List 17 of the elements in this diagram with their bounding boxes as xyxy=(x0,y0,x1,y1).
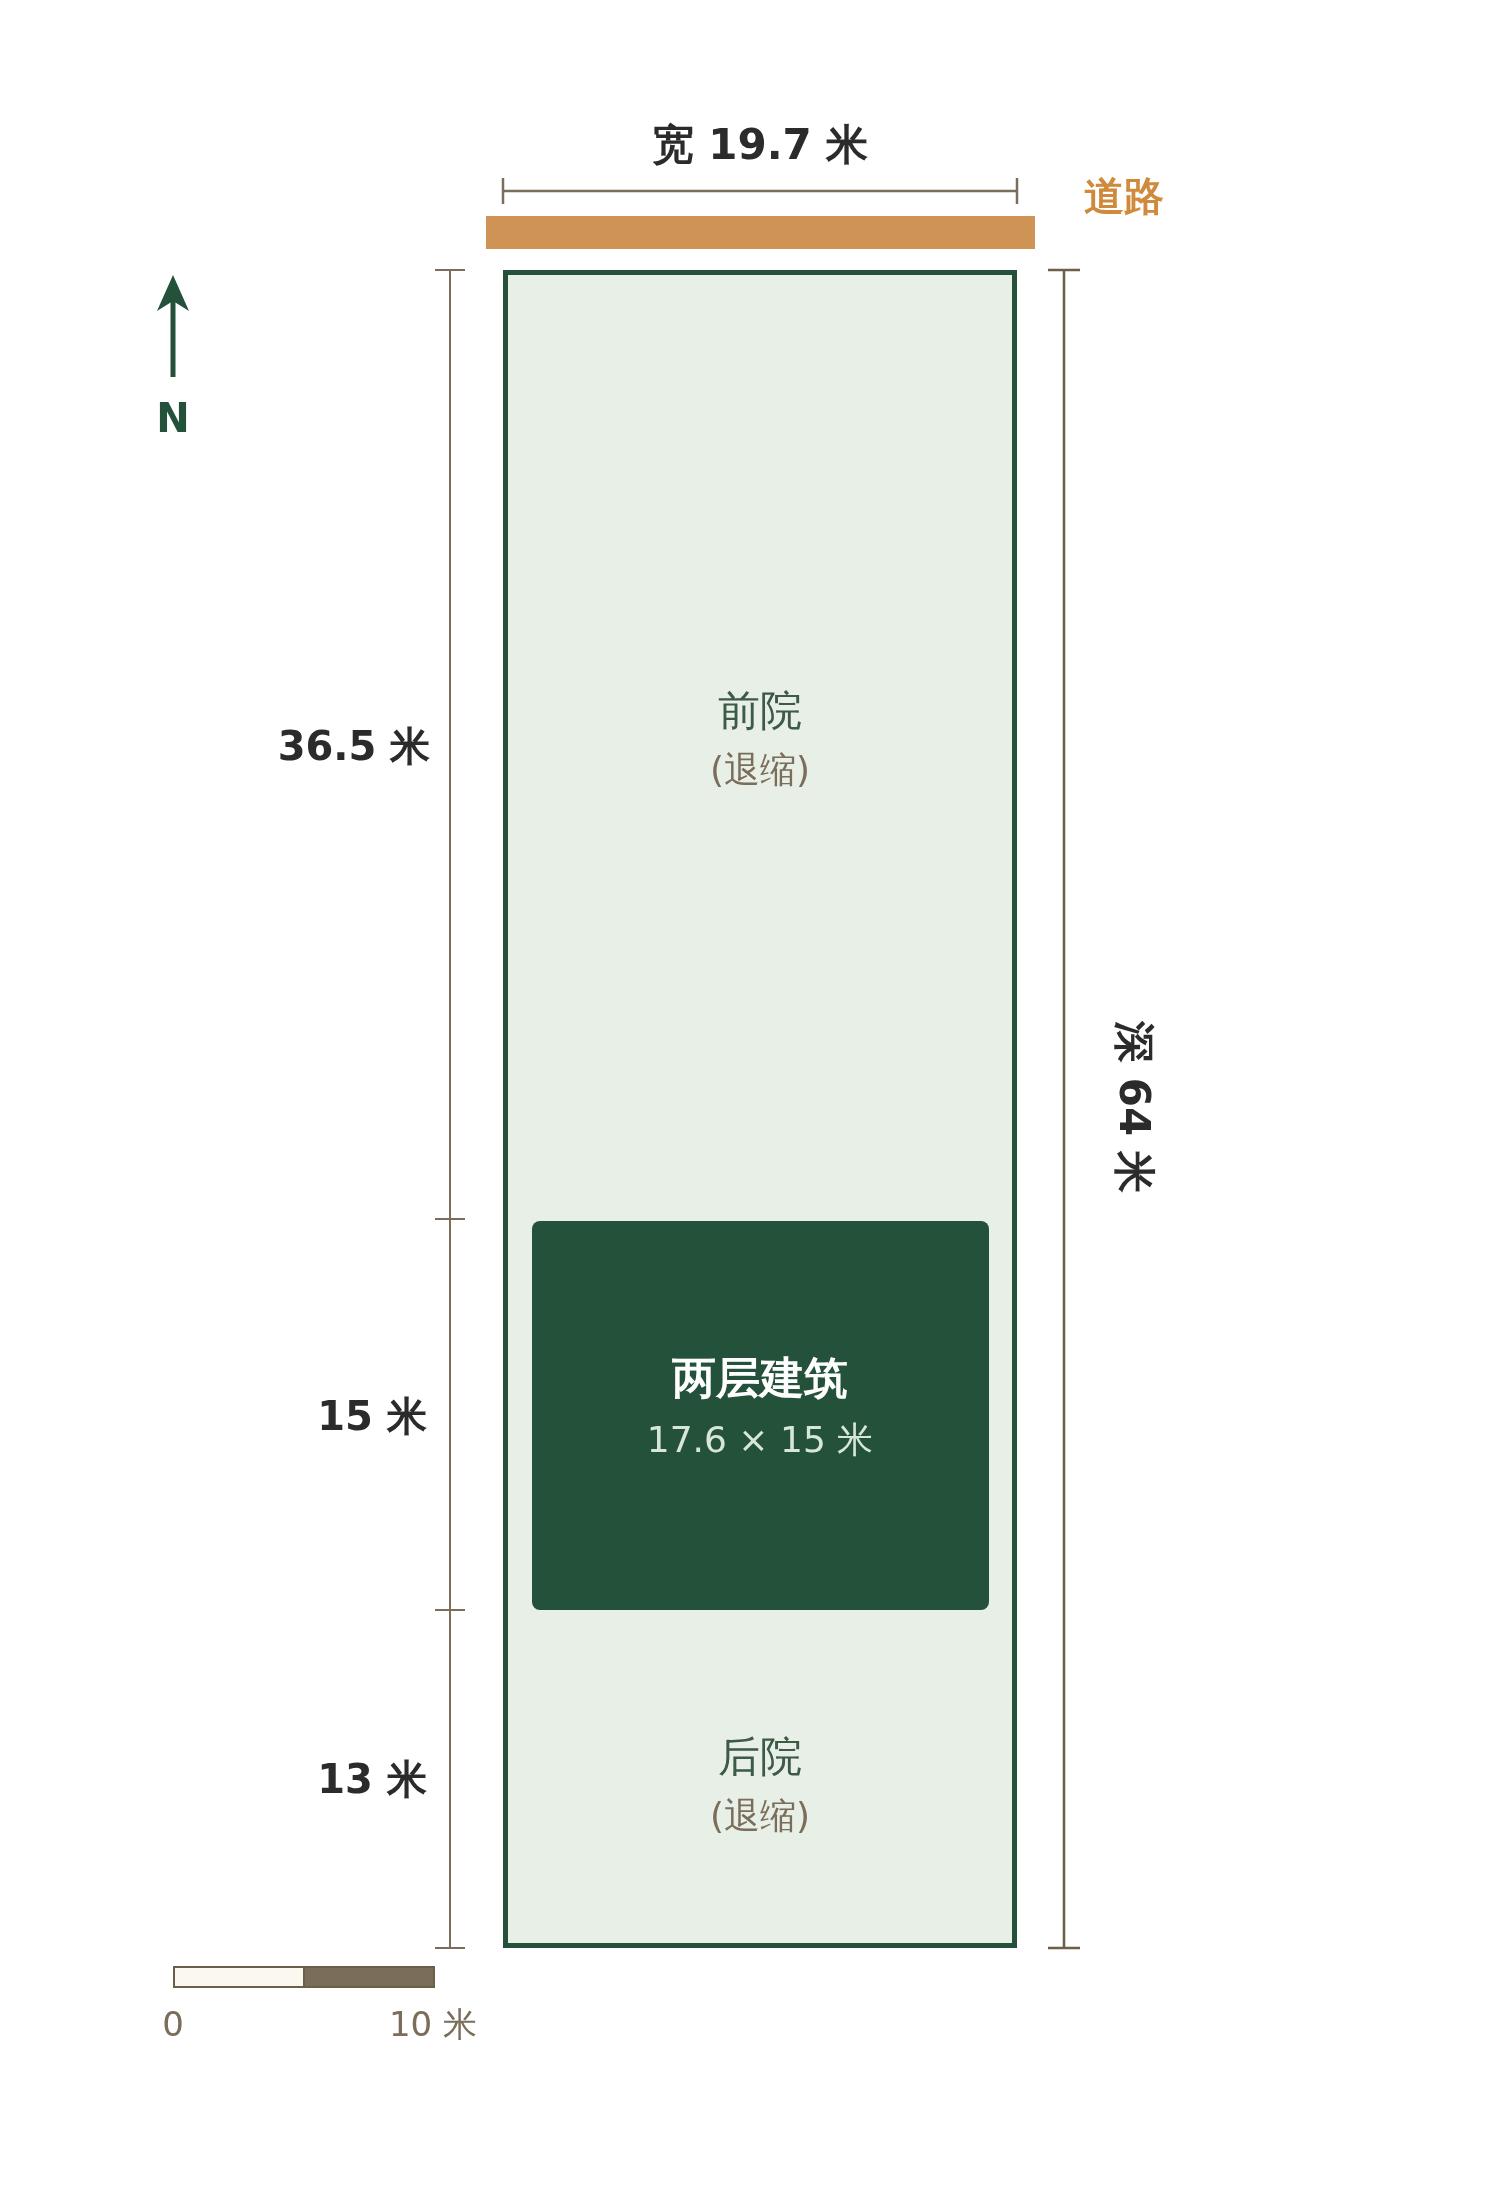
building-block xyxy=(532,1221,989,1610)
dimension-label: 深 64 米 xyxy=(1110,1021,1158,1193)
yard-label: 后院 xyxy=(718,1733,802,1781)
dimension-label: 15 米 xyxy=(317,1394,427,1438)
north-label: N xyxy=(156,396,190,440)
scale-label: 0 xyxy=(162,2006,184,2044)
building-size: 17.6 × 15 米 xyxy=(646,1420,874,1460)
dimension-label: 宽 19.7 米 xyxy=(651,121,869,169)
scale-label: 10 米 xyxy=(388,2006,478,2044)
lot-outline xyxy=(503,270,1017,1948)
setback-note: (退缩) xyxy=(709,750,811,790)
building-label: 两层建筑 xyxy=(672,1353,848,1403)
dimension-label: 13 米 xyxy=(317,1757,427,1801)
yard-label: 前院 xyxy=(718,687,802,735)
setback-note: (退缩) xyxy=(709,1796,811,1836)
road-label: 道路 xyxy=(1084,174,1164,218)
dimension-label: 36.5 米 xyxy=(277,724,431,768)
